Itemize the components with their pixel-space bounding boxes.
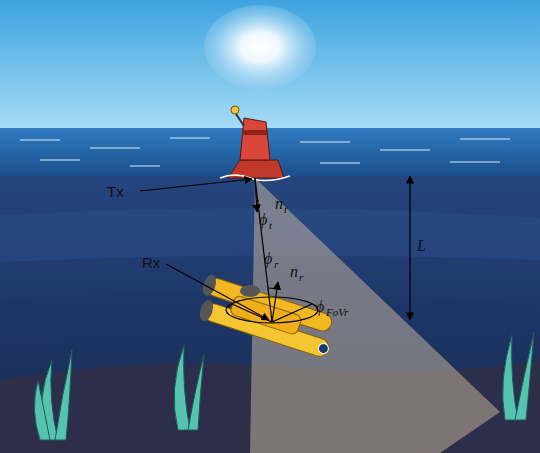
subscript: FoVr (326, 307, 348, 318)
dimension-label: L (417, 238, 426, 254)
geometry-lines (140, 176, 410, 323)
subscript: r (274, 259, 278, 270)
deep-water (0, 176, 540, 453)
normal-symbol: n (290, 264, 298, 280)
transmitter-label: Tx (107, 184, 124, 199)
receiver-label: Rx (142, 255, 160, 270)
buoy (220, 106, 290, 181)
sky (0, 0, 540, 130)
seaweed (34, 332, 534, 440)
sun (204, 5, 316, 89)
angle-symbol: ϕ (259, 212, 267, 228)
subscript: t (269, 220, 272, 231)
rov (193, 273, 340, 361)
angle-symbol: ϕ (264, 251, 272, 267)
angle-symbol: ϕ (316, 299, 324, 315)
subscript: t (284, 204, 287, 215)
subscript: r (299, 272, 303, 283)
normal-symbol: n (275, 196, 283, 212)
